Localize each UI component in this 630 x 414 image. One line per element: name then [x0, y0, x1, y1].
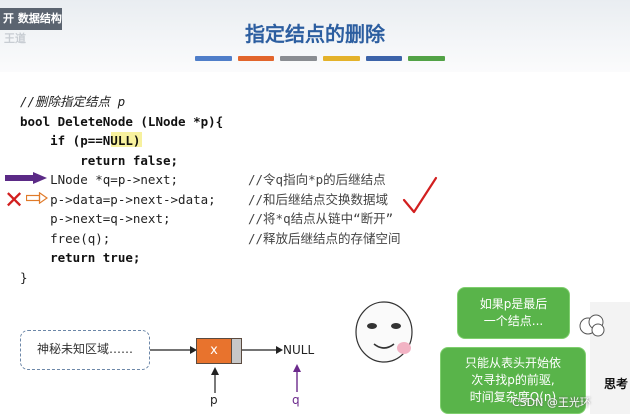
- code-text: }: [20, 269, 28, 285]
- meme-face-icon: [355, 301, 413, 363]
- code-line: }: [20, 268, 223, 288]
- cross-mark-icon: ✕: [4, 186, 25, 214]
- stripe: [280, 56, 318, 61]
- list-node-next: [232, 338, 242, 364]
- null-highlight: [111, 132, 142, 147]
- q-pointer-label: q: [292, 393, 300, 407]
- p-pointer-arrow-icon: [211, 367, 219, 393]
- slide-title: 指定结点的删除: [245, 22, 385, 46]
- code-text: //删除指定结点 p: [20, 94, 126, 109]
- bubble-line: 一个结点...: [483, 314, 544, 328]
- stripe: [408, 56, 446, 61]
- code-line: p->data=p->next->data; //和后继结点交换数据域: [20, 190, 388, 210]
- code-comment: //令q指向*p的后继结点: [248, 172, 386, 187]
- arrow-to-null-icon: [242, 346, 283, 354]
- code-text: LNode *q=p->next;: [20, 172, 179, 187]
- outline-arrow-icon: [26, 192, 48, 204]
- code-block: //删除指定结点 p bool DeleteNode (LNode *p){ i…: [20, 92, 401, 288]
- code-text: p->data=p->next->data;: [20, 191, 216, 207]
- stripe: [237, 56, 275, 61]
- code-line: LNode *q=p->next; //令q指向*p的后继结点: [20, 170, 386, 190]
- code-line: p->next=q->next; //将*q结点从链中“断开”: [20, 209, 393, 229]
- brand-ghost-logo: 王道: [4, 32, 26, 45]
- bubble-line: 时间复杂度O(n): [469, 390, 557, 404]
- null-label: NULL: [283, 343, 315, 357]
- code-line: return true;: [20, 248, 223, 268]
- stripe: [195, 56, 232, 61]
- unknown-region-box: 神秘未知区域……: [20, 330, 150, 370]
- bubble-line: 只能从表头开始依: [464, 356, 561, 370]
- code-text: free(q);: [20, 230, 111, 246]
- check-mark-icon: [402, 176, 438, 214]
- q-pointer-arrow-icon: [293, 364, 301, 392]
- title-color-stripes: [195, 56, 446, 61]
- code-line: bool DeleteNode (LNode *p){: [20, 112, 223, 132]
- current-line-arrow-icon: [5, 172, 47, 184]
- code-text: bool DeleteNode (LNode *p){: [20, 113, 224, 129]
- arrow-to-node-icon: [150, 346, 197, 354]
- code-line: return false;: [20, 151, 223, 171]
- code-line: //删除指定结点 p: [20, 92, 223, 112]
- thinking-label: 思考: [604, 377, 629, 391]
- list-node-data: x: [196, 338, 232, 364]
- code-text: return false;: [20, 152, 179, 168]
- speech-bubble-question: 如果p是最后 一个结点...: [457, 287, 570, 339]
- code-line: free(q); //释放后继结点的存储空间: [20, 229, 400, 249]
- speech-bubble-answer: 只能从表头开始依 次寻找p的前驱, 时间复杂度O(n): [440, 347, 586, 414]
- bubble-line: 如果p是最后: [479, 297, 548, 311]
- code-text: p->next=q->next;: [20, 211, 171, 226]
- stripe: [365, 56, 403, 61]
- p-pointer-label: p: [210, 393, 218, 407]
- csdn-watermark: CSDN @王光环: [512, 396, 591, 409]
- code-comment: //和后继结点交换数据域: [248, 191, 389, 207]
- bubble-line: 次寻找p的前驱,: [471, 373, 555, 387]
- code-comment: //将*q结点从链中“断开”: [248, 211, 394, 226]
- stripe: [323, 56, 360, 61]
- code-text: return true;: [20, 250, 141, 265]
- thought-cloud-icon: [579, 314, 605, 337]
- course-brand: 开 数据结构: [0, 8, 62, 30]
- code-comment: //释放后继结点的存储空间: [248, 230, 401, 246]
